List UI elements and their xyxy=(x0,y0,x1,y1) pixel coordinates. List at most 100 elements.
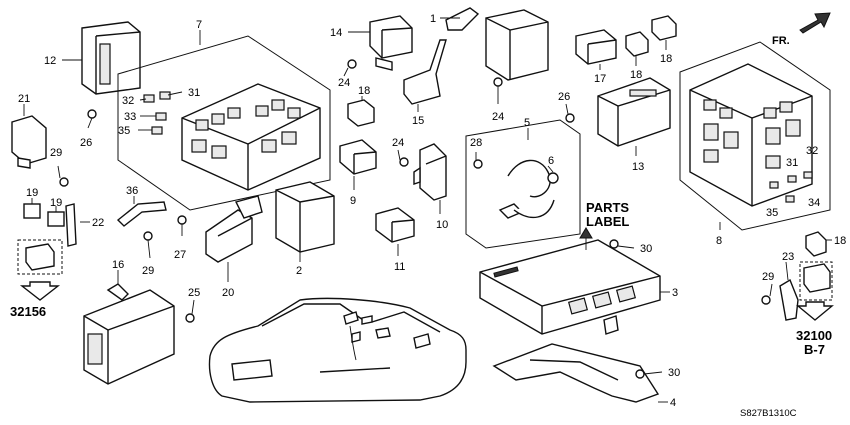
callout-28: 28 xyxy=(470,137,482,149)
callout-7: 7 xyxy=(196,19,202,31)
part-5-harness xyxy=(465,119,581,249)
part-14-relay xyxy=(348,15,413,71)
part-18-relay-left xyxy=(347,96,375,127)
callout-15: 15 xyxy=(412,115,424,127)
callout-23: 23 xyxy=(782,251,794,263)
callout-20: 20 xyxy=(222,287,234,299)
callout-14: 14 xyxy=(330,27,342,39)
callout-10: 10 xyxy=(436,219,448,231)
front-arrow: FR. xyxy=(772,12,831,47)
bolt-24c xyxy=(397,149,409,167)
callout-24b: 24 xyxy=(492,111,504,123)
callout-35b: 35 xyxy=(766,207,778,219)
bolt-26a xyxy=(87,109,97,129)
part-23-bracket xyxy=(779,261,799,321)
part-4-plate xyxy=(492,343,668,403)
part-11-relay xyxy=(375,207,415,256)
bolt-29a xyxy=(57,165,69,187)
callout-27: 27 xyxy=(174,249,186,261)
callout-34: 34 xyxy=(808,197,820,209)
callout-12: 12 xyxy=(44,55,56,67)
part-3-ecu xyxy=(479,239,670,335)
callout-16: 16 xyxy=(112,259,124,271)
callout-2: 2 xyxy=(296,265,302,277)
bolt-27 xyxy=(177,215,187,236)
section-ref-b7: B-7 xyxy=(804,342,825,357)
callout-32a: 32 xyxy=(122,95,134,107)
callout-33: 33 xyxy=(124,111,136,123)
callout-31a: 31 xyxy=(188,87,200,99)
part-36-bracket xyxy=(116,196,167,227)
ref-32100-group xyxy=(796,231,834,321)
part-16-unit xyxy=(83,270,175,385)
part-9-relay xyxy=(339,139,377,190)
callout-9: 9 xyxy=(350,195,356,207)
bolt-24a xyxy=(343,59,357,77)
part-21-bracket xyxy=(11,104,47,169)
callout-17: 17 xyxy=(594,73,606,85)
bolt-24b xyxy=(493,77,503,104)
section-ref-32100: 32100 xyxy=(796,328,832,343)
front-arrow-icon xyxy=(799,12,831,34)
part-22-bracket xyxy=(65,203,90,247)
callout-11: 11 xyxy=(394,261,405,273)
callout-26b: 26 xyxy=(558,91,570,103)
callout-19b: 19 xyxy=(50,197,62,209)
callout-30b: 30 xyxy=(668,367,680,379)
callout-22: 22 xyxy=(92,217,104,229)
part-7-fuse-box xyxy=(117,30,331,211)
callout-26a: 26 xyxy=(80,137,92,149)
callout-numbers: 1 2 3 4 5 6 7 8 9 10 11 12 13 14 15 16 1… xyxy=(18,13,846,409)
bolt-29b xyxy=(143,231,153,259)
callout-35a: 35 xyxy=(118,125,130,137)
part-1-bracket-box xyxy=(440,7,549,81)
car-outline xyxy=(208,297,467,403)
small-fuses-left xyxy=(138,91,183,135)
parts-label: PARTS LABEL xyxy=(586,200,629,229)
parts-label-arrow xyxy=(579,227,593,250)
callout-29a: 29 xyxy=(50,147,62,159)
callout-32b: 32 xyxy=(806,145,818,157)
parts-label-line-2: LABEL xyxy=(586,214,629,229)
callout-24a: 24 xyxy=(338,77,350,89)
callout-21: 21 xyxy=(18,93,30,105)
bolt-30a xyxy=(609,239,635,249)
part-20-bracket xyxy=(205,195,263,282)
callout-4: 4 xyxy=(670,397,676,409)
callout-29b: 29 xyxy=(142,265,154,277)
section-ref-32156: 32156 xyxy=(10,304,46,319)
callout-8: 8 xyxy=(716,235,722,247)
callout-30a: 30 xyxy=(640,243,652,255)
bolt-29c xyxy=(761,283,773,305)
part-10-relay xyxy=(413,143,447,214)
callout-13: 13 xyxy=(632,161,644,173)
part-8-fuse-box xyxy=(679,41,831,231)
diagram-code: S827B1310C xyxy=(740,408,797,419)
part-19-relays xyxy=(23,198,65,227)
callout-3: 3 xyxy=(672,287,678,299)
callout-31b: 31 xyxy=(786,157,798,169)
callout-18b: 18 xyxy=(630,69,642,81)
part-2-cover xyxy=(275,181,335,262)
ref-32156-group xyxy=(17,239,63,301)
callout-18d: 18 xyxy=(834,235,846,247)
front-label: FR. xyxy=(772,35,790,47)
callout-29c: 29 xyxy=(762,271,774,283)
bolt-28 xyxy=(473,159,483,169)
callout-36: 36 xyxy=(126,185,138,197)
callout-18a: 18 xyxy=(358,85,370,97)
bolt-25 xyxy=(185,299,195,323)
fasteners xyxy=(57,59,773,379)
callout-25: 25 xyxy=(188,287,200,299)
callout-18c: 18 xyxy=(660,53,672,65)
part-15-bracket xyxy=(403,39,447,112)
callout-24c: 24 xyxy=(392,137,404,149)
callout-6: 6 xyxy=(548,155,554,167)
callout-1: 1 xyxy=(430,13,436,25)
part-13-control-module xyxy=(597,77,671,156)
callout-19a: 19 xyxy=(26,187,38,199)
parts-label-line-1: PARTS xyxy=(586,200,629,215)
bolt-30b xyxy=(635,369,663,379)
